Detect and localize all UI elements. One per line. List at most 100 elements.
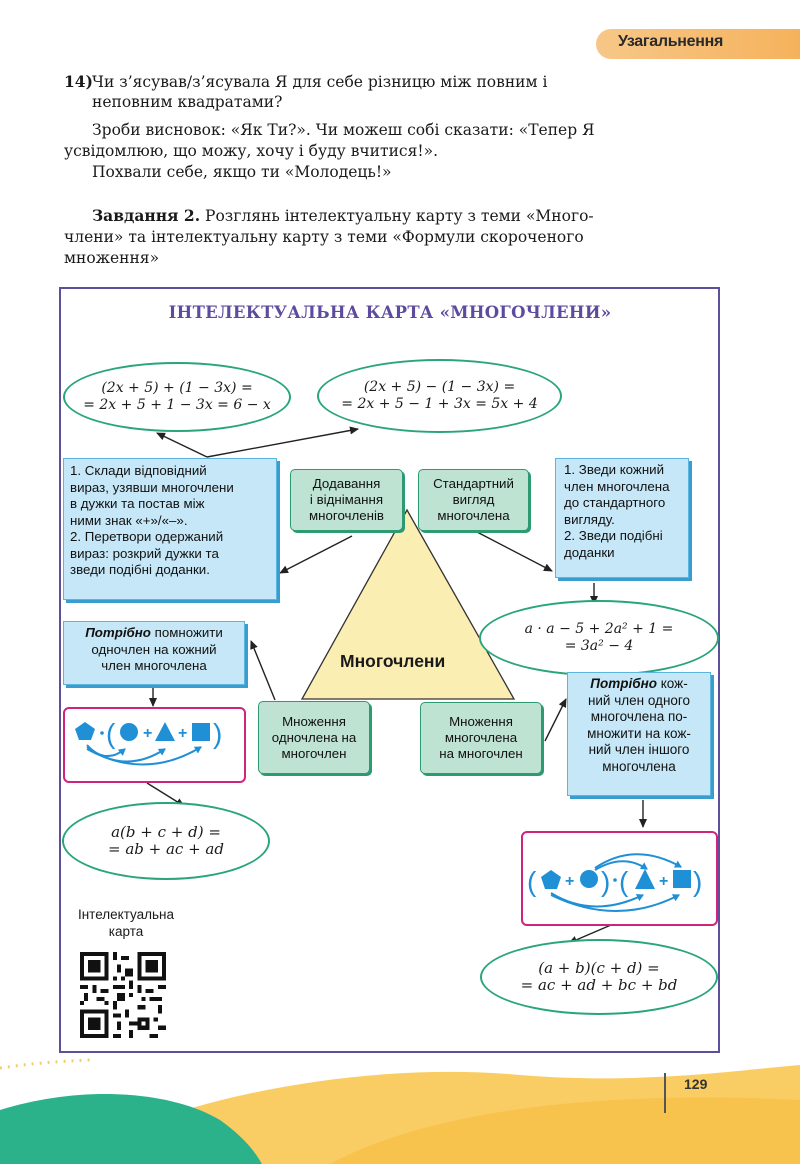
dot-operator-icon [613, 878, 617, 882]
conclusion-line1: Зроби висновок: «Як Ти?». Чи можеш собі … [92, 121, 595, 139]
concept-line: на многочлен [439, 746, 523, 761]
circle-icon [580, 870, 598, 888]
oval-line: = 2x + 5 + 1 − 3x = 6 − x [83, 397, 271, 413]
task2-line2: члени» та інтелектуальну карту з теми «Ф… [64, 228, 584, 246]
step-line: 1. Зведи кожний [564, 462, 665, 477]
pentagon-icon [75, 722, 95, 740]
arrow-to-poly-rule [544, 698, 567, 742]
dotted-arc [0, 1058, 91, 1070]
oval-monomial-product: a(b + c + d) = = ab + ac + ad [62, 802, 270, 880]
central-concept: Многочлени [340, 651, 446, 671]
arrow-to-sum-oval [156, 432, 208, 458]
square-icon [192, 723, 210, 741]
close-paren-icon: ) [693, 866, 702, 897]
question-14: 14) Чи з’ясував/з’ясувала Я для себе різ… [64, 72, 720, 112]
step-line: 2. Зведи подібні [564, 528, 663, 543]
concept-polynomial-times-polynomial: Множення многочлена на многочлен [420, 702, 542, 774]
step-line: доданки [564, 544, 615, 560]
concept-monomial-times-polynomial: Множення одночлена на многочлен [258, 701, 370, 774]
step-line: вигляду. [564, 511, 615, 527]
step-line: до стандартного [564, 495, 666, 510]
step-line: член многочлена [564, 478, 670, 494]
concept-standard-form: Стандартний вигляд многочлена [418, 469, 529, 531]
rule-text: кож- [657, 676, 688, 691]
arrow-to-diff-oval [206, 426, 359, 458]
central-triangle [300, 508, 516, 700]
concept-line: Стандартний [433, 476, 514, 491]
oval-diff-example: (2x + 5) − (1 − 3x) = = 2x + 5 − 1 + 3x … [317, 359, 562, 433]
plus-icon: + [178, 725, 187, 742]
rule-text: член многочлена [101, 658, 207, 673]
concept-line: і віднімання [309, 492, 384, 507]
concept-line: Додавання [312, 476, 381, 491]
oval-line: = ab + ac + ad [108, 840, 224, 858]
circle-icon [120, 723, 138, 741]
rule-emphasis: Потрібно [85, 625, 151, 640]
rule-text: многочлена [602, 758, 676, 774]
monomial-rule-box: Потрібно помножити одночлен на кожний чл… [63, 621, 245, 685]
plus-icon: + [659, 873, 668, 890]
section-header-tab [596, 29, 800, 59]
step-line: вираз: розкрий дужки та [70, 545, 219, 561]
oval-polynomial-product: (a + b)(c + d) = = ac + ad + bc + bd [480, 939, 718, 1015]
concept-line: многочлен [281, 745, 347, 761]
oval-sum-example: (2x + 5) + (1 − 3x) = = 2x + 5 + 1 − 3x … [63, 362, 291, 432]
step-line: 1. Склади відповідний [70, 463, 207, 478]
rule-text: одночлен на кожний [91, 641, 217, 657]
qr-caption: Інтелектуальна карта [64, 906, 188, 940]
page-number: 129 [684, 1076, 708, 1092]
pentagon-icon [541, 870, 561, 889]
scheme-graphic: ( + + ) [75, 718, 222, 766]
arrow-curve [550, 894, 680, 912]
polynomial-distribution-scheme: ( + ) ( + ) [521, 831, 718, 926]
oval-line: (2x + 5) − (1 − 3x) = [363, 379, 516, 395]
rule-text: помножити [150, 625, 223, 640]
arrow-curve [86, 746, 202, 766]
oval-line: a(b + c + d) = [111, 823, 221, 841]
qr-code-icon [80, 952, 166, 1038]
task2-text1: Розглянь інтелектуальну карту з теми «Мн… [205, 207, 594, 225]
qr-code[interactable] [80, 952, 166, 1038]
task2-line3: множення» [64, 249, 160, 267]
arrow-to-std-box [476, 531, 553, 572]
rule-text: ний член одного [587, 692, 691, 708]
triangle-icon [635, 869, 655, 889]
rule-text: многочлена по- [590, 709, 688, 724]
concept-line: одночлена на [271, 729, 357, 745]
oval-line: (2x + 5) + (1 − 3x) = [101, 380, 253, 396]
plus-icon: + [143, 725, 152, 742]
rule-emphasis: Потрібно [590, 676, 657, 691]
step-line: зведи подібні доданки. [70, 562, 210, 577]
rule-text: множити на кож- [587, 725, 691, 741]
task2-line1: Завдання 2. Розглянь інтелектуальну карт… [92, 206, 722, 226]
open-paren-icon: ( [619, 866, 629, 897]
rule-text: ний член іншого [588, 742, 690, 757]
step-line: вираз, узявши многочлени [70, 479, 234, 495]
conclusion-line2: усвідомлюю, що можу, хочу і буду вчитися… [64, 142, 438, 160]
close-paren-icon: ) [213, 718, 222, 749]
oval-line: (a + b)(c + d) = [538, 959, 660, 977]
question-text-line1: Чи з’ясував/з’ясувала Я для себе різницю… [92, 73, 548, 91]
concept-line: Множення [449, 714, 513, 729]
scheme-graphic: ( + ) ( + ) [527, 853, 702, 912]
oval-line: a · a − 5 + 2a² + 1 = [524, 621, 674, 637]
concept-line: многочленів [309, 508, 384, 523]
oval-line: = 2x + 5 − 1 + 3x = 5x + 4 [341, 396, 538, 412]
step-line: в дужки та постав між [70, 496, 205, 511]
step-line: ними знак «+»/«–». [70, 512, 188, 528]
addsub-steps-box: 1. Склади відповідний вираз, узявши мног… [63, 458, 277, 600]
arrow-curve [594, 853, 682, 869]
oval-line: = 3a² − 4 [564, 638, 634, 654]
polynomial-rule-box: Потрібно кож- ний член одного многочлена… [567, 672, 711, 796]
arrow-to-addsub-box [279, 535, 353, 574]
close-paren-icon: ) [601, 866, 610, 897]
task2-label: Завдання 2. [92, 206, 201, 225]
qr-caption-line: Інтелектуальна [77, 907, 175, 922]
triangle-icon [155, 722, 175, 741]
concept-line: вигляд [452, 492, 495, 507]
page-number-divider [664, 1073, 666, 1113]
green-wave [0, 1093, 262, 1164]
question-text-line2: неповним квадратами? [92, 93, 283, 111]
